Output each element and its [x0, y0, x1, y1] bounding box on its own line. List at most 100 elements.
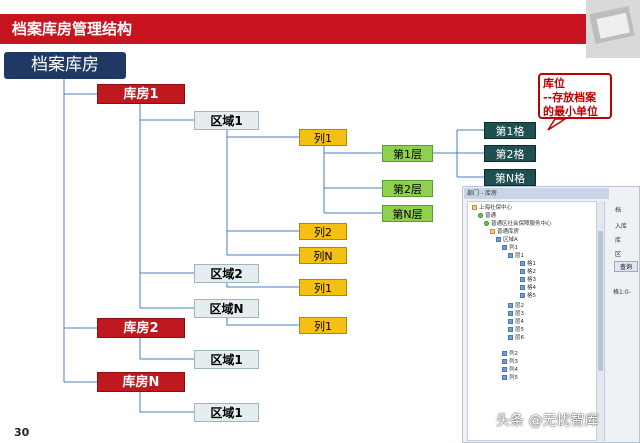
tree-node-label: 列2 [509, 351, 518, 357]
tree-node[interactable]: 格1 [520, 260, 536, 268]
location-callout: 库位 --存放档案 的最小单位 [538, 73, 612, 119]
corner-decoration-image [586, 0, 640, 58]
slide-title: 档案库房管理结构 [12, 20, 133, 38]
tree-node-label: 区域A [503, 237, 518, 243]
storage-tree-screenshot: 部门 - 库房 上海社保中心 普通 普通区社会保障服务中心 普通库房 区域A 列… [462, 186, 640, 443]
area-2: 区域2 [194, 264, 259, 283]
tree-node-label: 层5 [515, 327, 524, 333]
tree-node-label: 普通 [485, 213, 497, 219]
tree-node[interactable]: 区域A [496, 236, 518, 244]
layer-n: 第N层 [382, 205, 433, 222]
tree-node-label: 列4 [509, 367, 518, 373]
cell-icon [520, 293, 525, 298]
arean-column-1: 列1 [299, 317, 347, 334]
column-icon [502, 245, 507, 250]
layer-icon [508, 303, 513, 308]
column-icon [502, 367, 507, 372]
column-2: 列2 [299, 223, 347, 240]
tree-node[interactable]: 层5 [508, 326, 524, 334]
tree-node[interactable]: 格4 [520, 284, 536, 292]
tree-node[interactable]: 上海社保中心 [472, 204, 512, 212]
tree-node-label: 格4 [527, 285, 536, 291]
cell-icon [520, 285, 525, 290]
storage-tree: 上海社保中心 普通 普通区社会保障服务中心 普通库房 区域A 列1 层1 格1 … [467, 201, 605, 441]
cell-icon [520, 269, 525, 274]
area-1: 区域1 [194, 111, 259, 130]
storage-room-2: 库房2 [97, 318, 185, 338]
tree-node-label: 层2 [515, 303, 524, 309]
globe-icon [484, 221, 489, 226]
tree-node-label: 层6 [515, 335, 524, 341]
side-label: 档 [615, 207, 622, 214]
tree-node-label: 列5 [509, 375, 518, 381]
tree-node-label: 层1 [515, 253, 524, 259]
cell-icon [520, 261, 525, 266]
tree-node[interactable]: 格5 [520, 292, 536, 300]
side-label: 格1:0- [613, 289, 631, 296]
tree-node[interactable]: 列1 [502, 244, 518, 252]
column-n: 列N [299, 247, 347, 264]
watermark: 头条 @无忧智库 [496, 413, 599, 429]
tree-node[interactable]: 格3 [520, 276, 536, 284]
query-button[interactable]: 查询 [614, 261, 638, 272]
title-bar [0, 14, 620, 44]
house-icon [490, 229, 495, 234]
tree-node[interactable]: 列5 [502, 374, 518, 382]
side-label: 库 [615, 237, 622, 244]
column-icon [502, 375, 507, 380]
column-icon [502, 359, 507, 364]
tree-node[interactable]: 普通区社会保障服务中心 [484, 220, 552, 228]
tree-node-label: 普通库房 [497, 229, 520, 235]
scroll-thumb[interactable] [598, 231, 603, 371]
tree-scrollbar[interactable] [596, 201, 604, 441]
panel-header: 部门 - 库房 [464, 188, 609, 199]
column-icon [502, 351, 507, 356]
roomn-area-1: 区域1 [194, 403, 259, 422]
tree-node-label: 上海社保中心 [479, 205, 513, 211]
tree-node-label: 列3 [509, 359, 518, 365]
tree-node[interactable]: 层4 [508, 318, 524, 326]
layer-1: 第1层 [382, 145, 433, 162]
tree-node-label: 层3 [515, 311, 524, 317]
tree-node[interactable]: 列3 [502, 358, 518, 366]
storage-room-n: 库房N [97, 372, 185, 392]
layer-icon [508, 253, 513, 258]
room2-area-1: 区域1 [194, 350, 259, 369]
storage-room-1: 库房1 [97, 84, 185, 104]
tree-node[interactable]: 层1 [508, 252, 524, 260]
tree-node-label: 格3 [527, 277, 536, 283]
page-number: 30 [14, 426, 30, 439]
cell-n: 第N格 [484, 169, 536, 186]
tree-node[interactable]: 列2 [502, 350, 518, 358]
tree-node[interactable]: 层2 [508, 302, 524, 310]
tree-node-label: 层4 [515, 319, 524, 325]
tree-node-label: 格5 [527, 293, 536, 299]
tree-node[interactable]: 层3 [508, 310, 524, 318]
area-icon [496, 237, 501, 242]
tree-node-label: 列1 [509, 245, 518, 251]
tree-node[interactable]: 列4 [502, 366, 518, 374]
tree-node[interactable]: 普通 [478, 212, 496, 220]
tree-node[interactable]: 普通库房 [490, 228, 519, 236]
side-label: 入库 [615, 223, 628, 230]
layer-icon [508, 327, 513, 332]
layer-icon [508, 335, 513, 340]
cell-1: 第1格 [484, 122, 536, 139]
area2-column-1: 列1 [299, 279, 347, 296]
tree-node-label: 普通区社会保障服务中心 [491, 221, 552, 227]
tree-node-label: 格2 [527, 269, 536, 275]
folder-icon [472, 205, 477, 210]
layer-icon [508, 311, 513, 316]
cell-icon [520, 277, 525, 282]
area-n: 区域N [194, 299, 259, 318]
tree-node[interactable]: 层6 [508, 334, 524, 342]
archive-storage-badge: 档案库房 [4, 52, 126, 79]
cell-2: 第2格 [484, 145, 536, 162]
layer-icon [508, 319, 513, 324]
side-label: 区 [615, 251, 622, 258]
tree-node-label: 格1 [527, 261, 536, 267]
column-1: 列1 [299, 129, 347, 146]
globe-icon [478, 213, 483, 218]
tree-node[interactable]: 格2 [520, 268, 536, 276]
